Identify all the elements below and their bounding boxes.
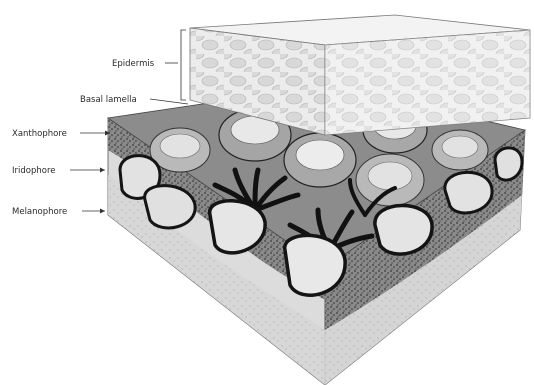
- iridophore-cell: [356, 154, 424, 206]
- svg-text:Xanthophore: Xanthophore: [12, 129, 67, 139]
- melanophore-cross-section: [285, 235, 345, 295]
- melanophore-cross-section: [375, 205, 432, 254]
- melanophore-cross-section: [445, 172, 492, 213]
- svg-text:Melanophore: Melanophore: [12, 207, 67, 217]
- label-xanthophore: Xanthophore: [12, 129, 110, 139]
- melanophore-cross-section: [495, 148, 522, 180]
- xanthophore-cell: [284, 133, 356, 187]
- iridophore-cell: [432, 130, 488, 170]
- label-epidermis: Epidermis: [112, 30, 186, 100]
- label-iridophore: Iridophore: [12, 166, 105, 176]
- label-melanophore: Melanophore: [12, 207, 105, 217]
- melanophore-cross-section: [210, 201, 265, 253]
- svg-text:Iridophore: Iridophore: [12, 166, 55, 176]
- svg-text:Basal lamella: Basal lamella: [80, 95, 137, 105]
- svg-text:Epidermis: Epidermis: [112, 59, 155, 69]
- label-basal-lamella: Basal lamella: [80, 95, 188, 105]
- melanophore-cross-section: [145, 186, 196, 228]
